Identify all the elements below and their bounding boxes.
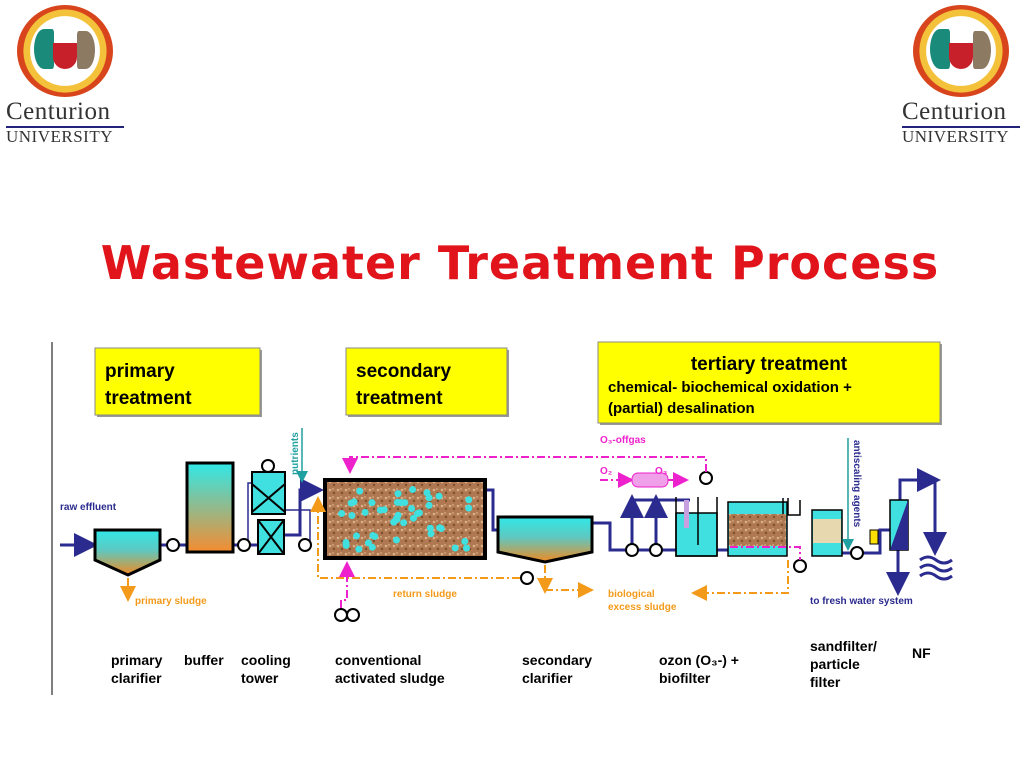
bubble (425, 494, 433, 502)
bubble (436, 524, 444, 532)
logo-name: Centurion (6, 98, 111, 125)
logo-sub: UNIVERSITY (6, 127, 113, 146)
slide-title: Wastewater Treatment Process (100, 236, 940, 290)
bubble (353, 532, 361, 540)
o3-label: O₃ (655, 466, 668, 477)
unit-label: filter (810, 674, 841, 690)
unit-label: particle (810, 656, 860, 672)
bubble (409, 514, 417, 522)
bubble (368, 499, 376, 507)
water-waves-icon (919, 555, 953, 581)
logo-sub: UNIVERSITY (902, 127, 1009, 146)
buffer-tank (185, 461, 235, 554)
bubble (427, 530, 435, 538)
unit-label: NF (912, 645, 931, 661)
gas-lines (339, 456, 801, 608)
bubble (461, 537, 469, 545)
primary-clarifier-tank (93, 528, 162, 577)
unit-label: clarifier (111, 670, 162, 686)
unit-label: activated sludge (335, 670, 445, 686)
bubble (338, 510, 346, 518)
bubble (361, 508, 369, 516)
bubble (435, 492, 443, 500)
aeration-bubbles (338, 485, 473, 553)
unit-label: clarifier (522, 670, 573, 686)
nf-membrane (869, 499, 909, 551)
bubble (462, 544, 470, 552)
unit-label: primary (111, 652, 163, 668)
bubble (465, 504, 473, 512)
bubble (394, 511, 402, 519)
unit-label: conventional (335, 652, 421, 668)
stage-primary-label: primary (105, 361, 175, 382)
o2-label: O₂ (600, 466, 612, 477)
stage-secondary-label: secondary (356, 361, 451, 382)
stage-primary-label: treatment (105, 388, 192, 409)
bubble (465, 496, 473, 504)
pump-icons (166, 459, 864, 622)
unit-label: ozon (O₃-) + (659, 652, 739, 668)
nutrients-label: nutrients (290, 432, 301, 475)
bubble (350, 498, 358, 506)
bubble (409, 485, 417, 493)
bubble (368, 543, 376, 551)
bubble (356, 487, 364, 495)
stage-tertiary-line2: (partial) desalination (608, 400, 755, 417)
bubble (426, 524, 434, 532)
stage-secondary-box: secondary treatment (345, 347, 509, 417)
secondary-clarifier-tank (496, 515, 594, 564)
bubble (342, 541, 350, 549)
stage-tertiary-box: tertiary treatment chemical- biochemical… (597, 341, 942, 425)
bubble (355, 545, 363, 553)
stage-tertiary-line1: chemical- biochemical oxidation + (608, 379, 852, 396)
ozone-tank (675, 497, 718, 557)
sandfilter-tank (811, 509, 843, 557)
bubble (348, 512, 356, 520)
fresh-water-label: to fresh water system (810, 596, 913, 607)
stage-secondary-label: treatment (356, 388, 443, 409)
biological-label: biological (608, 589, 655, 600)
primary-sludge-label: primary sludge (135, 596, 207, 607)
sludge-lines (120, 496, 789, 602)
centurion-logo-right: Centurion UNIVERSITY (896, 2, 1024, 147)
ozone-generator-icon (631, 472, 669, 488)
university-seal-icon (913, 5, 1009, 97)
bubble (369, 532, 377, 540)
unit-label: tower (241, 670, 279, 686)
unit-label: cooling (241, 652, 291, 668)
stage-primary-box: primary treatment (94, 347, 262, 417)
university-seal-icon (17, 5, 113, 97)
stage-tertiary-title: tertiary treatment (691, 354, 848, 375)
bubble (394, 490, 402, 498)
antiscaling-label: antiscaling agents (851, 440, 862, 528)
unit-label: sandfilter/ (810, 638, 877, 654)
raw-effluent-label: raw effluent (60, 502, 117, 513)
bubble (408, 504, 416, 512)
bubble (400, 519, 408, 527)
bubble (425, 501, 433, 509)
o3-offgas-label: O₃-offgas (600, 435, 646, 446)
excess-sludge-label: excess sludge (608, 602, 677, 613)
unit-label: secondary (522, 652, 592, 668)
bubble (392, 536, 400, 544)
centurion-logo-left: Centurion UNIVERSITY (0, 2, 130, 147)
unit-label: buffer (184, 652, 224, 668)
bubble (451, 544, 459, 552)
logo-name: Centurion (902, 98, 1007, 125)
bubble (376, 506, 384, 514)
bubble (397, 499, 405, 507)
unit-label: biofilter (659, 670, 711, 686)
cooling-tower (251, 471, 286, 555)
treatment-process-diagram: primary treatment secondary treatment te… (51, 341, 953, 695)
return-sludge-label: return sludge (393, 589, 457, 600)
bubble (415, 509, 423, 517)
